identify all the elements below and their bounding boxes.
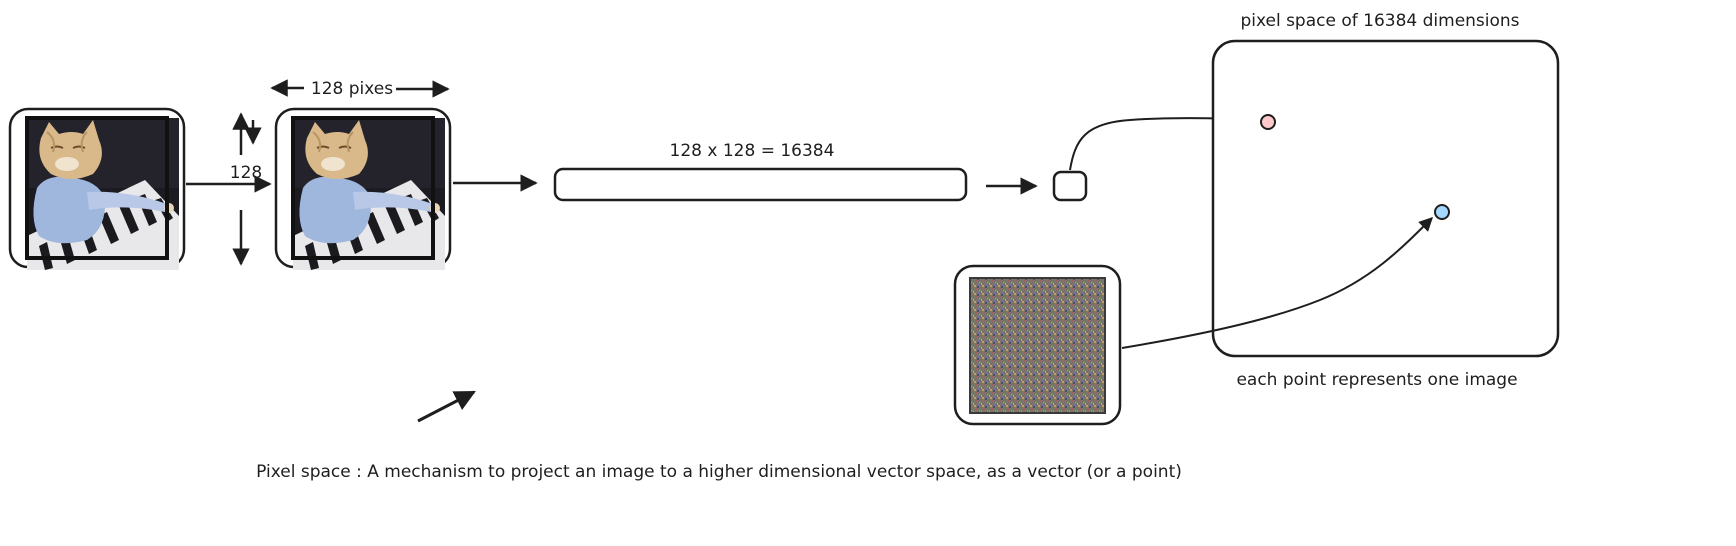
stray-arrow-icon: [417, 390, 476, 423]
cat-keyboard-image: [25, 116, 179, 270]
noise-image: [969, 277, 1106, 414]
pixel-space-box: [1211, 39, 1560, 358]
grid-image-frame: [274, 107, 452, 270]
arrow-noise-to-space: [1121, 217, 1433, 349]
noise-image-point: [1434, 204, 1450, 220]
point-node: [1052, 170, 1088, 202]
space-title: pixel space of 16384 dimensions: [1240, 11, 1519, 31]
input-image-frame: [8, 107, 186, 270]
space-caption: each point represents one image: [1236, 370, 1517, 390]
cat-keyboard-image: [291, 116, 445, 270]
height-label: 128: [230, 163, 262, 183]
vector-size-label: 128 x 128 = 16384: [670, 141, 835, 161]
diagram-caption: Pixel space : A mechanism to project an …: [256, 462, 1182, 482]
cat-image-point: [1260, 114, 1276, 130]
noise-image-frame: [953, 264, 1122, 426]
width-label: 128 pixes: [311, 79, 393, 99]
flattened-vector-bar: [553, 167, 968, 202]
